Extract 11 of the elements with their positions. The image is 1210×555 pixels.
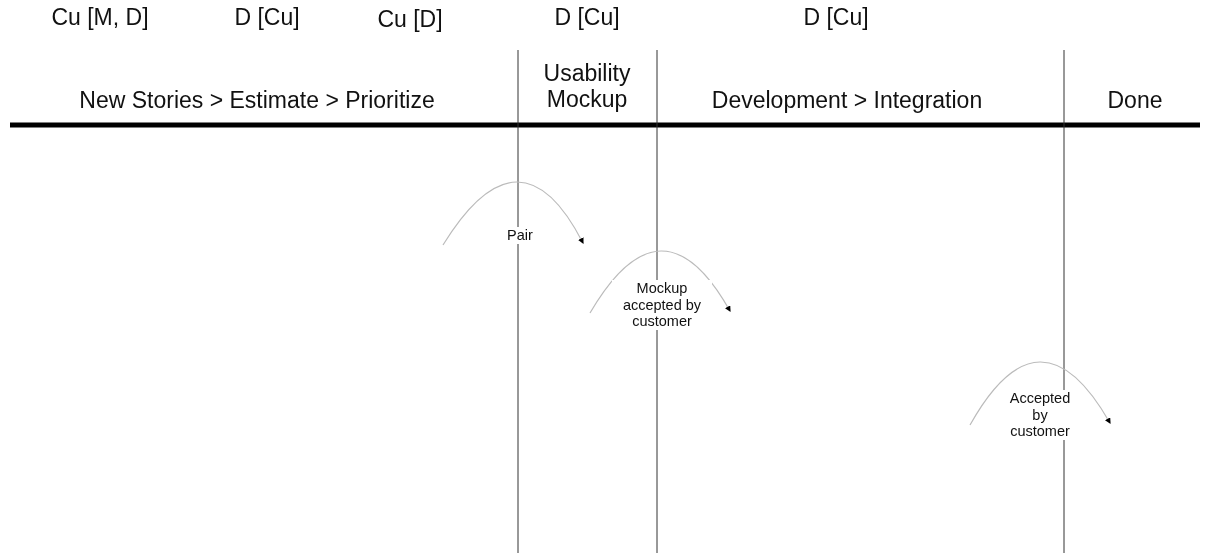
role-label: D [Cu]: [234, 4, 300, 31]
transition-label: Mockup accepted by customer: [612, 280, 712, 330]
column-header: Done: [1107, 87, 1163, 114]
column-header: Usability Mockup: [542, 60, 632, 113]
column-header: Development > Integration: [711, 87, 983, 114]
role-label: Cu [M, D]: [51, 4, 149, 31]
role-label: D [Cu]: [803, 4, 869, 31]
transition-label: Pair: [506, 227, 534, 244]
role-label: D [Cu]: [554, 4, 620, 31]
role-label: Cu [D]: [377, 6, 443, 33]
column-header: New Stories > Estimate > Prioritize: [79, 87, 435, 114]
